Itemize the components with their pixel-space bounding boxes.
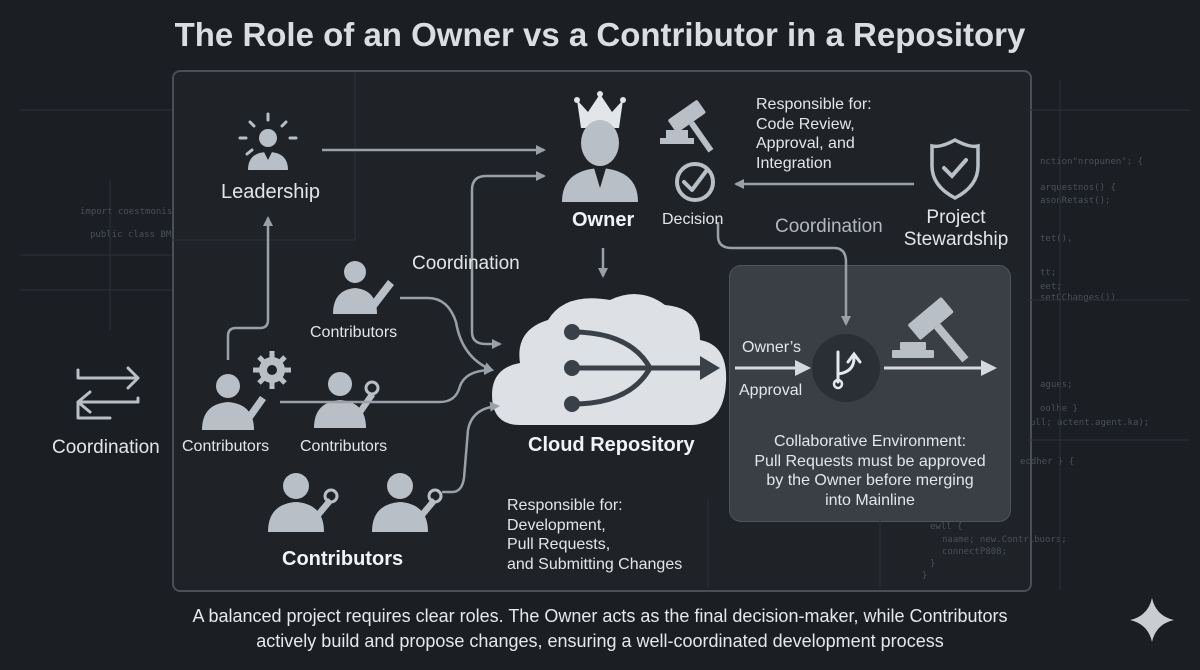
code-snippet-right: naame; new.Contribuors; [942, 535, 1067, 545]
cloud-repository-icon [492, 294, 727, 425]
collab-line: into Mainline [825, 491, 915, 509]
contributors-label-mid: Contributors [300, 438, 388, 455]
code-snippet-right: eet; [1040, 282, 1062, 292]
gavel-icon [668, 100, 714, 153]
contributor-pencil-icon [202, 374, 266, 430]
contributor-wrench-icon [372, 473, 443, 532]
code-snippet-right: setCChanges()) [1040, 293, 1116, 303]
arrow-contributor-pencil-cloud [400, 296, 494, 372]
code-snippet-right: } [930, 559, 936, 569]
footer-line: actively build and propose changes, ensu… [256, 631, 944, 651]
contributor-wrench-icon [268, 473, 339, 532]
code-snippet-right: ewll { [930, 522, 963, 532]
contrib-resp-line: Development, [507, 516, 606, 534]
code-snippet-right: tt; [1040, 268, 1057, 278]
contributors-main-label: Contributors [282, 548, 404, 570]
footer-line: A balanced project requires clear roles.… [192, 606, 1008, 626]
code-snippet-right: ecdher } { [1020, 457, 1075, 467]
gear-icon [253, 351, 291, 389]
code-snippet-right: oolhe } [1040, 404, 1078, 414]
code-snippet-left-1: import coestmonis [80, 207, 173, 217]
checkmark-circle-icon [675, 162, 715, 202]
code-snippet-right: connectP808; [942, 547, 1008, 557]
contributors-label-pencil: Contributors [310, 324, 398, 341]
arrow-contributors-leadership [226, 216, 273, 360]
collaborative-environment-text: Collaborative Environment: Pull Requests… [735, 432, 1005, 510]
coordination-label-mid: Coordination [412, 253, 520, 274]
owner-resp-line: Integration [756, 154, 832, 172]
owner-resp-line: Approval, and [756, 135, 855, 152]
cloud-repository-label: Cloud Repository [528, 434, 695, 456]
owner-resp-line: Code Review, [756, 115, 855, 133]
sparkle-icon [1130, 598, 1174, 642]
collab-line: by the Owner before merging [766, 472, 974, 489]
contributors-label-left: Contributors [182, 438, 270, 455]
code-snippet-left-2: public class BM [90, 230, 172, 240]
code-snippet-right: ull; actent.agent.ka); [1030, 418, 1150, 428]
arrow-decision-merge [716, 222, 851, 326]
stewardship-line: Stewardship [903, 229, 1009, 250]
arrow-coordination-owner [470, 171, 546, 332]
leadership-label: Leadership [221, 181, 320, 203]
arrow-coordination-cloud [470, 331, 502, 349]
arrow-contributors-mid-cloud [280, 365, 494, 404]
owner-responsibilities: Responsible for: Code Review, Approval, … [756, 95, 872, 173]
code-snippet-right: agues; [1040, 380, 1073, 390]
collab-line: Pull Requests must be approved [754, 452, 986, 470]
collab-line: Collaborative Environment: [773, 433, 967, 450]
code-snippet-right: tet(), [1040, 234, 1073, 244]
owner-resp-line: Responsible for: [756, 96, 872, 113]
merge-branch-icon [812, 334, 880, 402]
project-stewardship-label: Project Stewardship [896, 207, 1016, 251]
coordination-label-top: Coordination [775, 216, 883, 237]
code-snippet-right: arquestnos() { [1040, 183, 1116, 193]
collaborative-environment-panel [729, 265, 1011, 522]
contrib-resp-line: Responsible for: [507, 497, 623, 514]
contrib-resp-line: Pull Requests, [507, 536, 611, 553]
background-grid [20, 72, 1190, 590]
footer-caption: A balanced project requires clear roles.… [0, 604, 1200, 654]
owner-label: Owner [572, 209, 635, 231]
code-snippet-right: } [922, 571, 928, 581]
gavel-icon [892, 297, 969, 363]
contributor-wrench-icon [314, 372, 380, 428]
swap-arrows-icon [76, 366, 140, 420]
contrib-resp-line: and Submitting Changes [507, 555, 683, 573]
approval-label: Approval [739, 382, 803, 399]
contributor-responsibilities: Responsible for: Development, Pull Reque… [507, 496, 682, 574]
shield-check-icon [930, 138, 980, 200]
coordination-label-left: Coordination [52, 437, 160, 458]
contributor-pencil-icon [333, 261, 394, 314]
crown-owner-icon [562, 91, 638, 202]
page-title: The Role of an Owner vs a Contributor in… [174, 16, 1026, 53]
arrow-contributors-bottom-cloud [442, 401, 500, 494]
owners-label: Owner’s [742, 339, 801, 356]
decision-label: Decision [662, 211, 724, 228]
light-bulb-leader-icon [238, 112, 298, 170]
code-snippet-right: asonRetast(); [1040, 196, 1111, 206]
stewardship-line: Project [926, 207, 986, 228]
code-snippet-right: nction"nropunen"; { [1040, 157, 1143, 167]
